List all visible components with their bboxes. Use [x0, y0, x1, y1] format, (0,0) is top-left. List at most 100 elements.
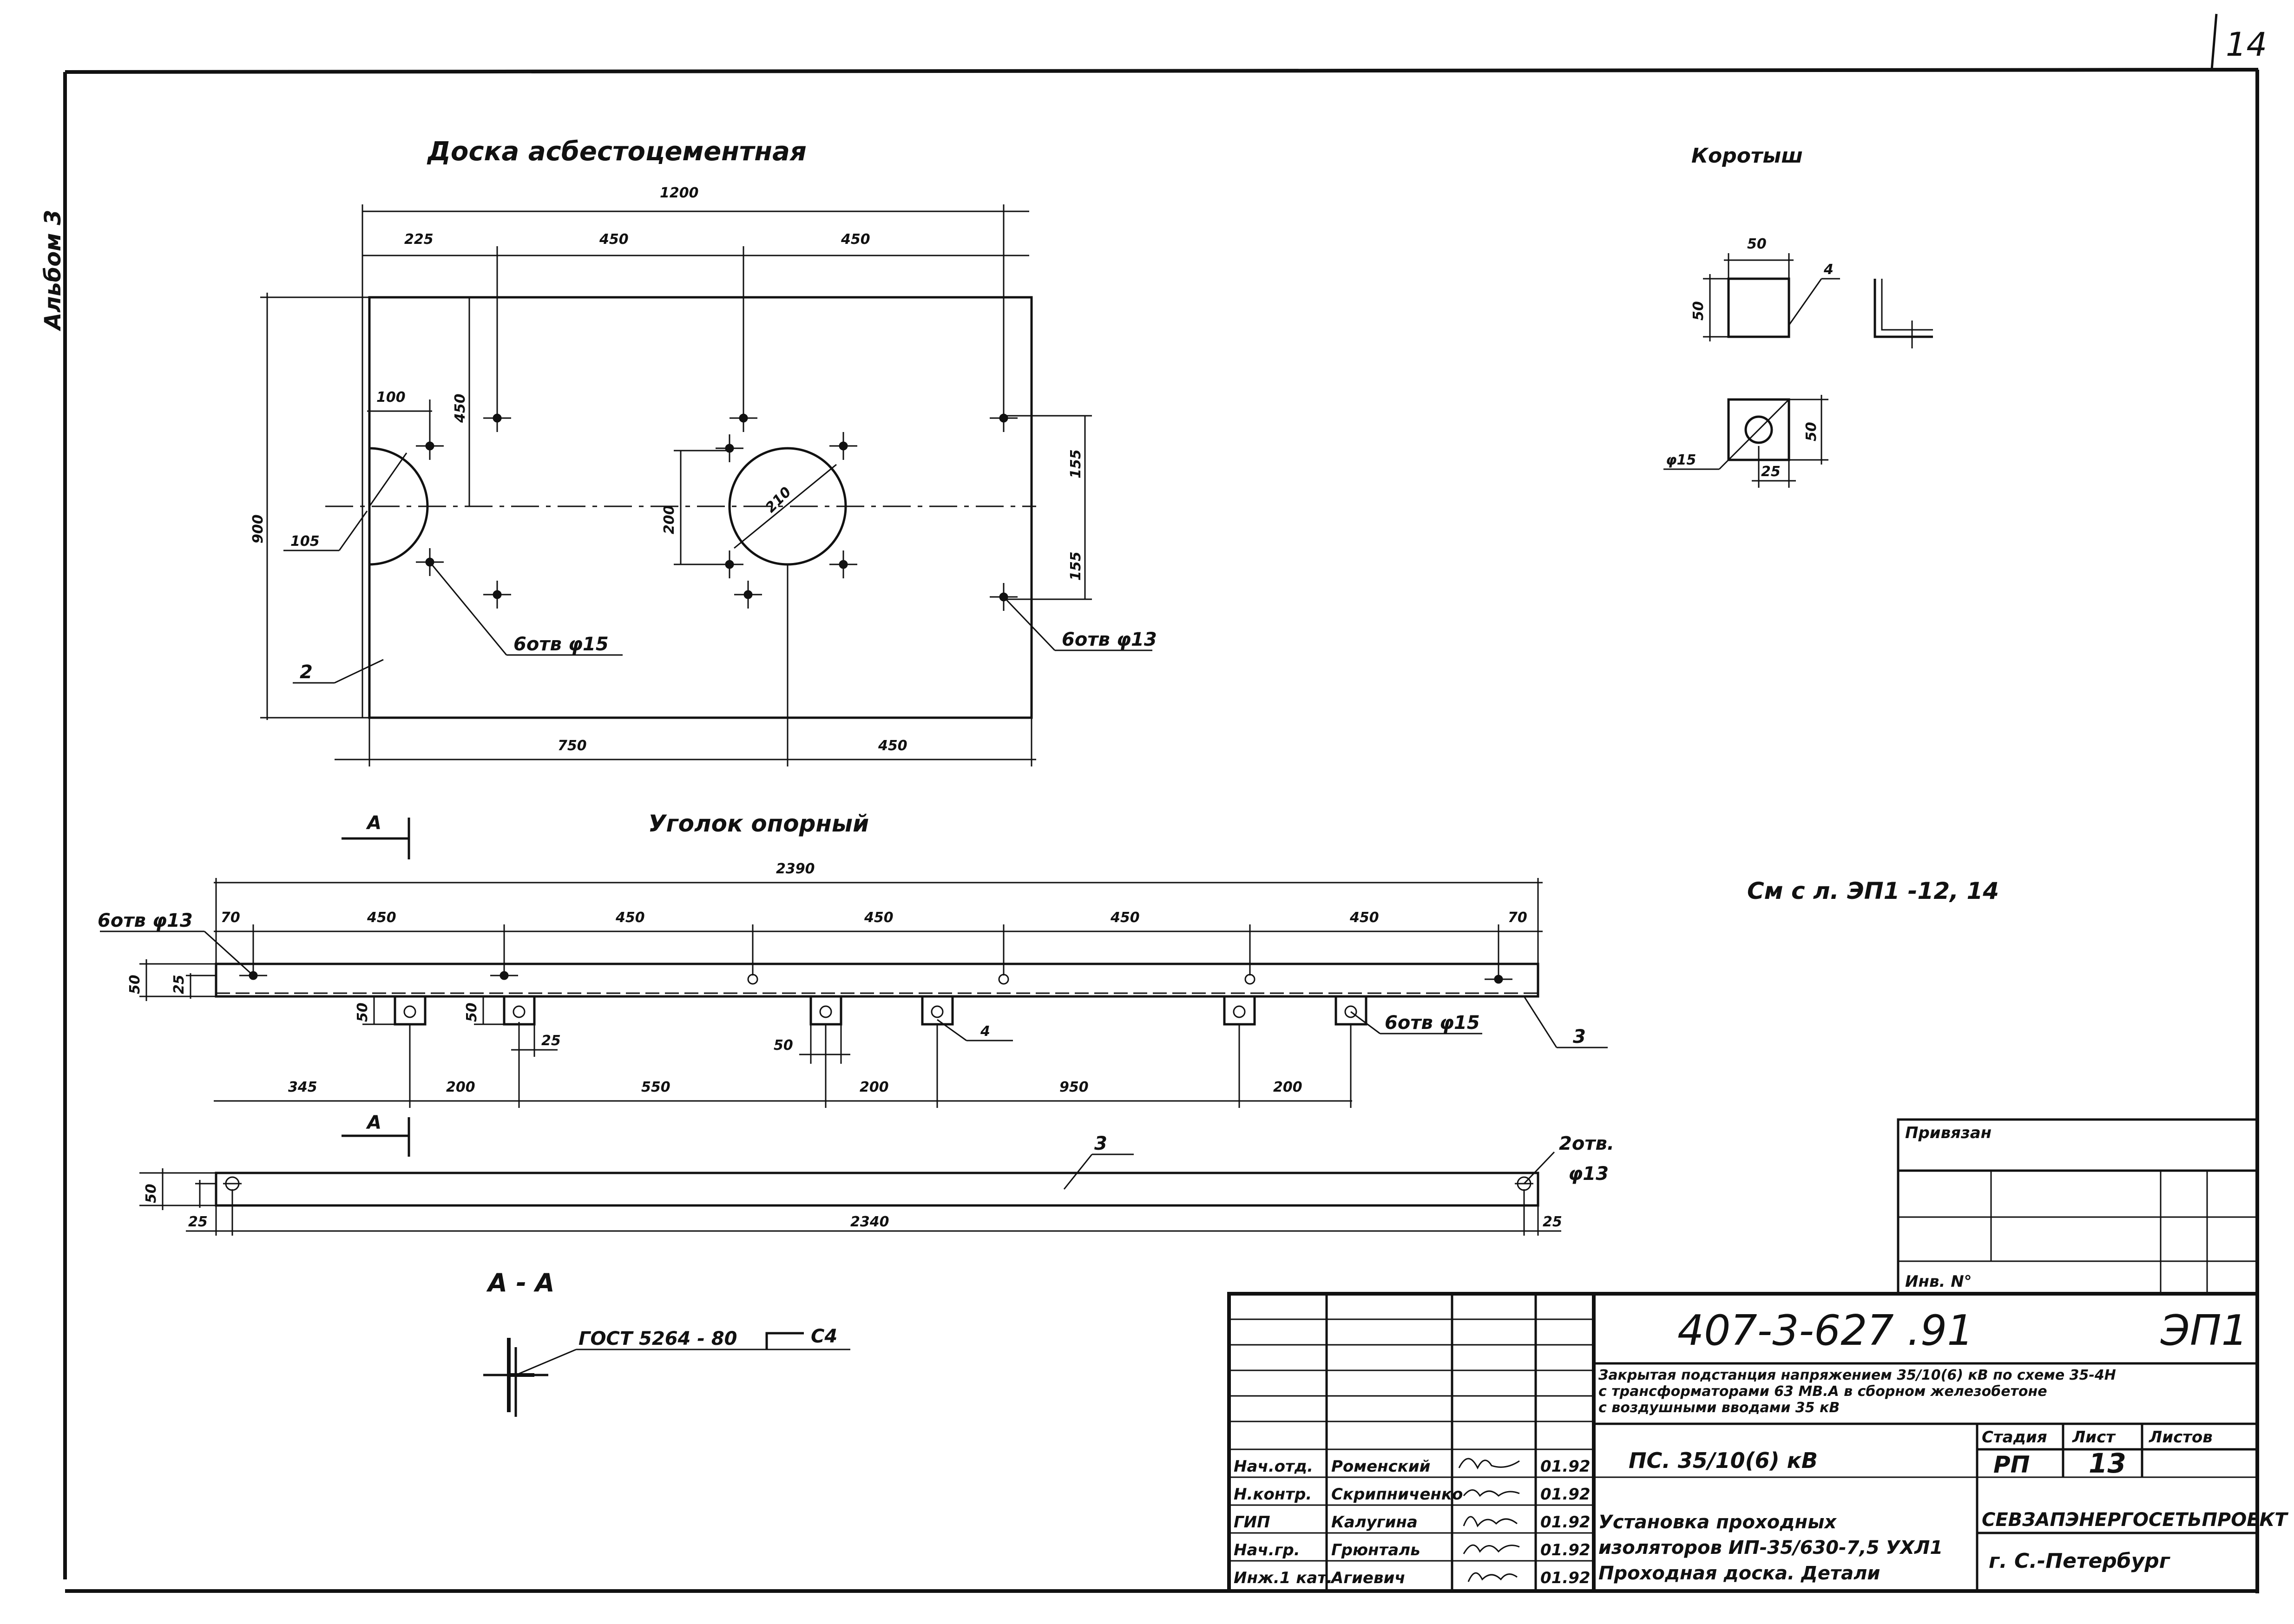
angle-left-dim-50b: 50 — [355, 1002, 371, 1022]
signer-name-2: Скрипниченко — [1331, 1485, 1463, 1504]
stage-value: РП — [1993, 1451, 2030, 1478]
angle-holes — [239, 971, 1512, 985]
angle-top-dim-3: 450 — [615, 910, 645, 926]
stub-phi15: φ15 — [1666, 452, 1696, 468]
board-callout-holes15: 6отв φ15 — [513, 634, 609, 655]
sheet-frame — [63, 13, 2259, 1593]
angle-bottom-dim-1: 345 — [288, 1079, 317, 1095]
board-dim-750: 750 — [558, 738, 587, 754]
angle-top-dim-2: 450 — [367, 910, 396, 926]
sheets-label: Листов — [2149, 1428, 2213, 1447]
board-dim-450-vert: 450 — [452, 393, 468, 423]
signature-3 — [1463, 1516, 1518, 1527]
stub-dim-50b: 50 — [1690, 301, 1707, 321]
signer-date-1: 01.92 — [1540, 1457, 1591, 1476]
description-line-2: с трансформаторами 63 МВ.А в сборном жел… — [1598, 1383, 2047, 1400]
board-dim-155a: 155 — [1068, 449, 1084, 478]
signer-role-5: Инж.1 кат. — [1234, 1569, 1333, 1587]
stub-dim-50a: 50 — [1747, 236, 1767, 252]
board-dim-450c: 450 — [878, 738, 907, 754]
station-name: ПС. 35/10(6) кВ — [1629, 1448, 1818, 1473]
signature-1 — [1458, 1458, 1520, 1470]
sheet-number: 13 — [2089, 1447, 2126, 1479]
angle-holes13: 6отв φ13 — [98, 910, 193, 931]
stub-dim-50c: 50 — [1803, 422, 1820, 441]
strip-dim-50: 50 — [143, 1184, 159, 1203]
signer-date-4: 01.92 — [1540, 1541, 1591, 1559]
drawing-title-line-3: Проходная доска. Детали — [1598, 1563, 1880, 1584]
binding-block: Привязан Инв. N° — [1897, 1118, 2259, 1295]
angle-left-dim-50c: 50 — [464, 1002, 480, 1022]
page-number: 14 — [2226, 26, 2267, 64]
board-dim-450a: 450 — [599, 231, 629, 248]
signer-date-5: 01.92 — [1540, 1569, 1591, 1587]
strip-dim-25a: 25 — [188, 1214, 208, 1230]
signer-role-1: Нач.отд. — [1234, 1457, 1313, 1476]
section-mark-bottom: А — [366, 1112, 381, 1133]
signature-2 — [1463, 1489, 1520, 1497]
section-title: А - А — [486, 1268, 555, 1297]
signers: Нач.отд. Роменский 01.92 Н.контр. Скрипн… — [1234, 1457, 1591, 1587]
strip-dim-overall: 2340 — [850, 1214, 889, 1230]
angle-top-dim-6: 450 — [1349, 910, 1379, 926]
angle-overall: 2390 — [776, 861, 815, 877]
section-mark-top: А — [366, 812, 381, 834]
angle-top-dim-4: 450 — [864, 910, 894, 926]
angle-title: Уголок опорный — [648, 810, 869, 837]
inventory-label: Инв. N° — [1905, 1272, 1972, 1291]
strip-dim-25b: 25 — [1543, 1214, 1562, 1230]
angle-pos3: 3 — [1573, 1026, 1586, 1048]
board-dim-r105: 105 — [290, 533, 320, 550]
signer-name-5: Агиевич — [1330, 1569, 1406, 1587]
strip-phi13: φ13 — [1568, 1163, 1609, 1185]
board-dim-200: 200 — [661, 505, 677, 534]
signer-role-3: ГИП — [1234, 1513, 1270, 1532]
board-dim-155b: 155 — [1068, 551, 1084, 581]
angle-left-dim-25: 25 — [171, 975, 187, 994]
section-aa: А - А ГОСТ 5264 - 80 С4 — [483, 1268, 850, 1417]
board-drawing: Доска асбестоцементная 1200 225 450 450 … — [250, 137, 1157, 766]
board-dim-450b: 450 — [841, 231, 870, 248]
signature-4 — [1463, 1544, 1520, 1554]
stub-pos4: 4 — [1823, 262, 1834, 278]
strip-holes: 2отв. — [1559, 1133, 1614, 1154]
title-block: 407-3-627 .91 ЭП1 Закрытая подстанция на… — [1227, 1292, 2288, 1593]
signer-role-4: Нач.гр. — [1234, 1541, 1300, 1559]
signer-role-2: Н.контр. — [1234, 1485, 1312, 1504]
angle-bottom-dim-5: 950 — [1059, 1079, 1089, 1095]
signer-name-1: Роменский — [1331, 1457, 1431, 1476]
angle-small-50: 50 — [774, 1037, 793, 1054]
binding-title: Привязан — [1905, 1124, 1992, 1142]
angle-stubs — [394, 995, 1367, 1026]
angle-small-pos4: 4 — [980, 1023, 990, 1040]
board-dim-100: 100 — [376, 389, 406, 406]
section-weld: С4 — [811, 1326, 837, 1347]
angle-drawing: Уголок опорный А 2390 70 450 450 450 450… — [98, 810, 1608, 1108]
angle-bottom-dim-2: 200 — [446, 1079, 475, 1095]
drawing-mark: ЭП1 — [2160, 1306, 2248, 1355]
project-code: 407-3-627 .91 — [1677, 1306, 1974, 1355]
board-dim-overall: 1200 — [660, 185, 699, 201]
organization: СЕВЗАПЭНЕРГОСЕТЬПРОЕКТ — [1982, 1509, 2288, 1531]
angle-holes15: 6отв φ15 — [1385, 1012, 1480, 1034]
signer-name-3: Калугина — [1331, 1513, 1418, 1532]
reference-note: См с л. ЭП1 -12, 14 — [1747, 877, 1999, 904]
drawing-title-line-2: изоляторов ИП-35/630-7,5 УХЛ1 — [1598, 1537, 1943, 1559]
angle-top-dim-7: 70 — [1508, 910, 1527, 926]
board-callout-pos2: 2 — [300, 661, 313, 683]
signature-5 — [1467, 1572, 1518, 1582]
stub-title: Коротыш — [1691, 144, 1803, 168]
board-dim-dia210: 210 — [762, 484, 795, 516]
angle-top-dim-5: 450 — [1110, 910, 1140, 926]
strip-drawing: А 50 25 2340 25 3 2отв. φ13 — [139, 1112, 1614, 1236]
stub-drawing: Коротыш 50 50 4 φ15 50 25 — [1663, 144, 1933, 488]
album-label: Альбом 3 — [40, 210, 66, 332]
sheet-label: Лист — [2072, 1428, 2116, 1447]
signer-name-4: Грюнталь — [1331, 1541, 1420, 1559]
board-dim-225: 225 — [404, 231, 434, 248]
angle-bottom-dim-3: 550 — [641, 1079, 670, 1095]
city: г. С.-Петербург — [1989, 1549, 2171, 1573]
board-holes — [416, 404, 1018, 611]
angle-left-dim-50a: 50 — [127, 975, 143, 994]
